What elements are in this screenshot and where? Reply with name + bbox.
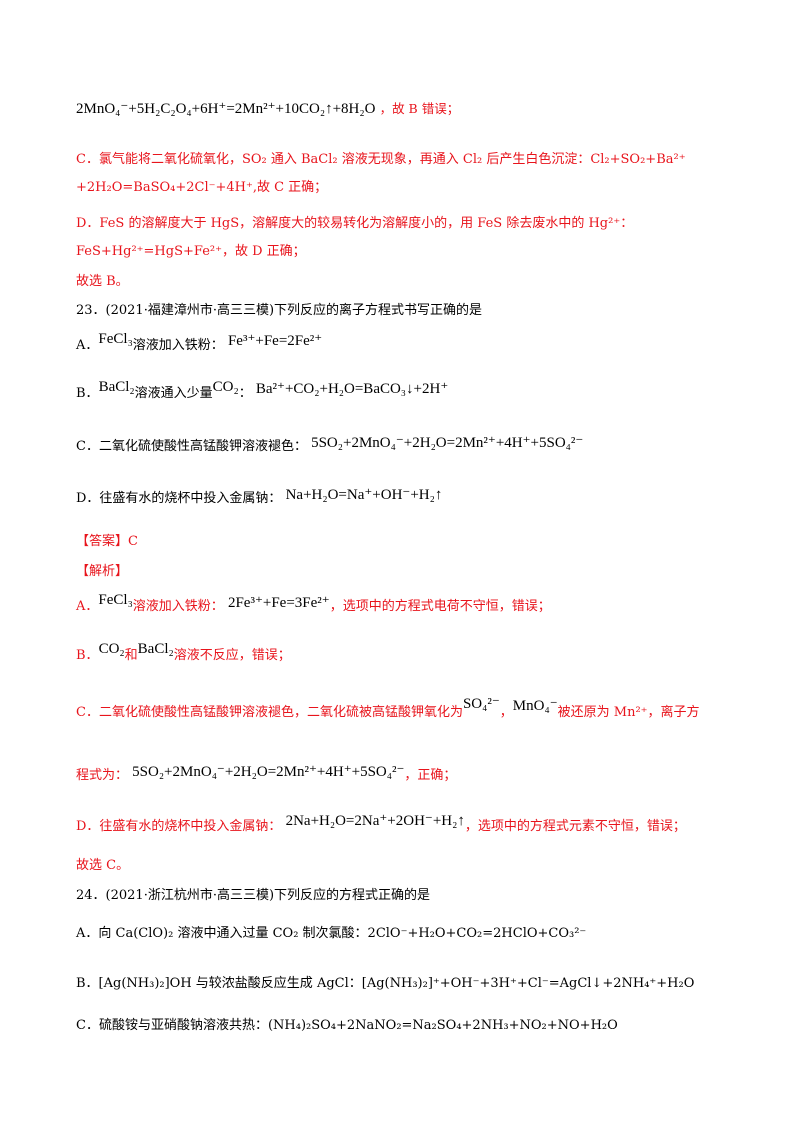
conclusion-b: ，故 B 错误；	[379, 101, 460, 116]
prev-answer-line-c: C．氯气能将二氧化硫氧化，SO₂ 通入 BaCl₂ 溶液无现象，再通入 Cl₂ …	[76, 152, 686, 167]
q23-conclusion: 故选 C。	[76, 858, 130, 873]
q23-option-a: A．FeCl₃溶液加入铁粉： Fe³⁺+Fe=2Fe²⁺	[76, 331, 323, 353]
q23-option-b: B．BaCl₂溶液通入少量CO₂： Ba²⁺+CO₂+H₂O=BaCO₃↓+2H…	[76, 379, 449, 401]
question-24-stem: 24．(2021·浙江杭州市·高三三模)下列反应的方程式正确的是	[76, 888, 431, 903]
q23-explain-d: D．往盛有水的烧杯中投入金属钠： 2Na+H₂O=2Na⁺+2OH⁻+H₂↑，选…	[76, 813, 686, 834]
prev-answer-line-d2: FeS+Hg²⁺=HgS+Fe²⁺，故 D 正确；	[76, 244, 306, 259]
q23-analysis-heading: 【解析】	[76, 564, 129, 579]
q23-d-equation: Na+H₂O=Na⁺+OH⁻+H₂↑	[285, 487, 443, 503]
prev-answer-line-d: D．FeS 的溶解度大于 HgS，溶解度大的较易转化为溶解度小的，用 FeS 除…	[76, 216, 634, 231]
q23-ed-equation: 2Na+H₂O=2Na⁺+2OH⁻+H₂↑	[285, 813, 465, 829]
equation-mno4: 2MnO₄⁻+5H₂C₂O₄+6H⁺=2Mn²⁺+10CO₂↑+8H₂O	[76, 101, 376, 117]
q24-option-a: A．向 Ca(ClO)₂ 溶液中通入过量 CO₂ 制次氯酸：2ClO⁻+H₂O+…	[76, 926, 587, 941]
q24-option-b: B．[Ag(NH₃)₂]OH 与较浓盐酸反应生成 AgCl：[Ag(NH₃)₂]…	[76, 976, 695, 991]
q23-explain-c2: 程式为： 5SO₂+2MnO₄⁻+2H₂O=2Mn²⁺+4H⁺+5SO₄²⁻，正…	[76, 764, 457, 783]
q23-answer: 【答案】C	[76, 534, 138, 549]
q23-c-equation: 5SO₂+2MnO₄⁻+2H₂O=2Mn²⁺+4H⁺+5SO₄²⁻	[311, 435, 584, 451]
q23-ea-equation: 2Fe³⁺+Fe=3Fe²⁺	[227, 595, 330, 611]
question-23-stem: 23．(2021·福建漳州市·高三三模)下列反应的离子方程式书写正确的是	[76, 303, 483, 318]
prev-answer-conclusion: 故选 B。	[76, 274, 129, 289]
q23-option-d: D．往盛有水的烧杯中投入金属钠： Na+H₂O=Na⁺+OH⁻+H₂↑	[76, 487, 443, 506]
q23-ec-equation: 5SO₂+2MnO₄⁻+2H₂O=2Mn²⁺+4H⁺+5SO₄²⁻	[132, 764, 405, 780]
q23-option-c: C．二氧化硫使酸性高锰酸钾溶液褪色： 5SO₂+2MnO₄⁻+2H₂O=2Mn²…	[76, 435, 584, 454]
q23-b-equation: Ba²⁺+CO₂+H₂O=BaCO₃↓+2H⁺	[255, 381, 449, 397]
q23-explain-c: C．二氧化硫使酸性高锰酸钾溶液褪色，二氧化硫被高锰酸钾氧化为SO₄²⁻，MnO₄…	[76, 696, 700, 720]
prev-answer-line-1: 2MnO₄⁻+5H₂C₂O₄+6H⁺=2Mn²⁺+10CO₂↑+8H₂O ，故 …	[76, 100, 459, 119]
q24-option-c: C．硫酸铵与亚硝酸钠溶液共热：(NH₄)₂SO₄+2NaNO₂=Na₂SO₄+2…	[76, 1018, 618, 1033]
q23-explain-b: B．CO₂和BaCl₂溶液不反应，错误；	[76, 641, 291, 663]
q23-explain-a: A．FeCl₃溶液加入铁粉： 2Fe³⁺+Fe=3Fe²⁺，选项中的方程式电荷不…	[76, 592, 551, 614]
q23-a-equation: Fe³⁺+Fe=2Fe²⁺	[227, 333, 323, 349]
prev-answer-line-c2: +2H₂O=BaSO₄+2Cl⁻+4H⁺,故 C 正确；	[76, 180, 328, 195]
